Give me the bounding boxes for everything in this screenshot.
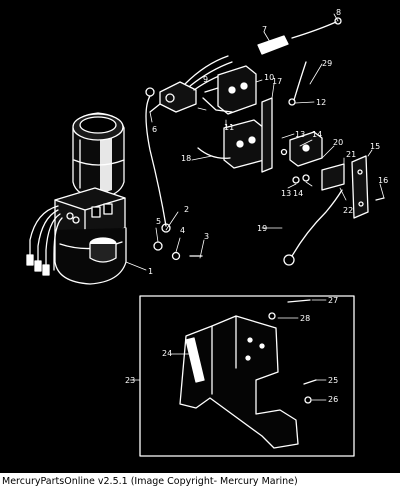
bracket-kit-box: [139, 295, 355, 457]
callout-label: 3: [204, 232, 209, 241]
callout-label: 23: [125, 376, 135, 385]
callout-label: 10: [264, 73, 274, 82]
image-caption: MercuryPartsOnline v2.5.1 (Image Copyrig…: [2, 476, 298, 487]
callout-label: 2: [184, 205, 189, 214]
callout-label: 24: [162, 349, 172, 358]
callout-label: 7: [262, 25, 267, 34]
callout-label: 19: [257, 224, 267, 233]
callout-label: 17: [272, 77, 282, 86]
callout-label: 14: [293, 189, 303, 198]
callout-label: 9: [203, 75, 208, 84]
callout-label: 8: [336, 8, 341, 17]
callout-label: 11: [224, 123, 234, 132]
callout-label: 25: [328, 376, 338, 385]
callout-label: 21: [346, 150, 356, 159]
callout-label: 14: [312, 130, 322, 139]
callout-label: 22: [343, 206, 353, 215]
callout-label: 5: [156, 217, 161, 226]
callout-label: 16: [378, 176, 388, 185]
callout-label: 27: [328, 296, 338, 305]
callout-label: 6: [152, 125, 157, 134]
callout-label: 12: [316, 98, 326, 107]
pump-motor-assembly: [26, 112, 127, 285]
callout-label: 20: [333, 138, 343, 147]
callout-label: 13: [281, 189, 291, 198]
callout-label: 18: [181, 154, 191, 163]
callout-label: 26: [328, 395, 338, 404]
callout-label: 1: [148, 267, 153, 276]
wire-harness: [145, 17, 385, 266]
callout-label: 15: [370, 142, 380, 151]
callout-label: 13: [295, 130, 305, 139]
callout-label: 28: [300, 314, 310, 323]
callout-label: 29: [322, 59, 332, 68]
callout-label: 4: [180, 226, 185, 235]
